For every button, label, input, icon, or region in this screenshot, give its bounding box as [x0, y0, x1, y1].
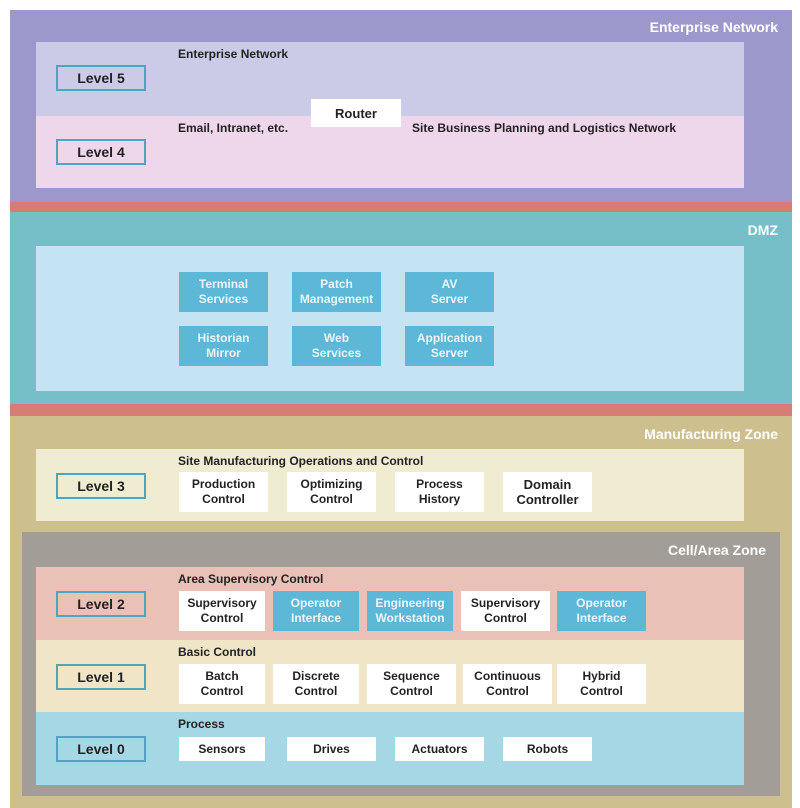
level-1-label: Level 1 [56, 664, 146, 690]
process-label: Process [178, 717, 225, 731]
dmz-box-av-server: AV Server [405, 272, 494, 312]
cell-area-zone-title: Cell/Area Zone [667, 542, 766, 558]
production-control-box: Production Control [179, 472, 268, 512]
engineering-workstation-box: Engineering Workstation [367, 591, 453, 631]
dmz-inner-panel [36, 246, 744, 391]
process-history-box: Process History [395, 472, 484, 512]
zone-separator [10, 404, 792, 416]
email-intranet-label: Email, Intranet, etc. [178, 121, 289, 135]
optimizing-control-box: Optimizing Control [287, 472, 376, 512]
operator-interface-box: Operator Interface [557, 591, 646, 631]
level-5-label: Level 5 [56, 65, 146, 91]
level-3-panel [36, 449, 744, 521]
dmz-box-historian-mirror: Historian Mirror [179, 326, 268, 366]
dmz-box-web-services: Web Services [292, 326, 381, 366]
domain-controller-box: Domain Controller [503, 472, 592, 512]
router-box: Router [311, 99, 401, 127]
sensors-box: Sensors [179, 737, 265, 761]
site-manufacturing-operations-label: Site Manufacturing Operations and Contro… [178, 454, 424, 468]
discrete-control-box: Discrete Control [273, 664, 359, 704]
operator-interface-box: Operator Interface [273, 591, 359, 631]
dmz-box-patch-management: Patch Management [292, 272, 381, 312]
dmz-box-terminal-services: Terminal Services [179, 272, 268, 312]
batch-control-box: Batch Control [179, 664, 265, 704]
level-0-panel [36, 712, 744, 785]
dmz-title: DMZ [747, 222, 778, 238]
sequence-control-box: Sequence Control [367, 664, 456, 704]
level-2-label: Level 2 [56, 591, 146, 617]
dmz-box-application-server: Application Server [405, 326, 494, 366]
robots-box: Robots [503, 737, 592, 761]
supervisory-control-box: Supervisory Control [179, 591, 265, 631]
level-3-label: Level 3 [56, 473, 146, 499]
continuous-control-box: Continuous Control [463, 664, 552, 704]
zone-separator [10, 202, 792, 212]
basic-control-label: Basic Control [178, 645, 257, 659]
supervisory-control-box: Supervisory Control [461, 591, 550, 631]
level-0-label: Level 0 [56, 736, 146, 762]
level-4-label: Level 4 [56, 139, 146, 165]
hybrid-control-box: Hybrid Control [557, 664, 646, 704]
enterprise-lower-panel [36, 116, 744, 188]
drives-box: Drives [287, 737, 376, 761]
actuators-box: Actuators [395, 737, 484, 761]
enterprise-zone-title: Enterprise Network [649, 19, 778, 35]
site-business-planning-label: Site Business Planning and Logistics Net… [412, 121, 677, 135]
manufacturing-zone-title: Manufacturing Zone [644, 426, 778, 442]
area-supervisory-control-label: Area Supervisory Control [178, 572, 324, 586]
enterprise-network-label: Enterprise Network [178, 47, 289, 61]
